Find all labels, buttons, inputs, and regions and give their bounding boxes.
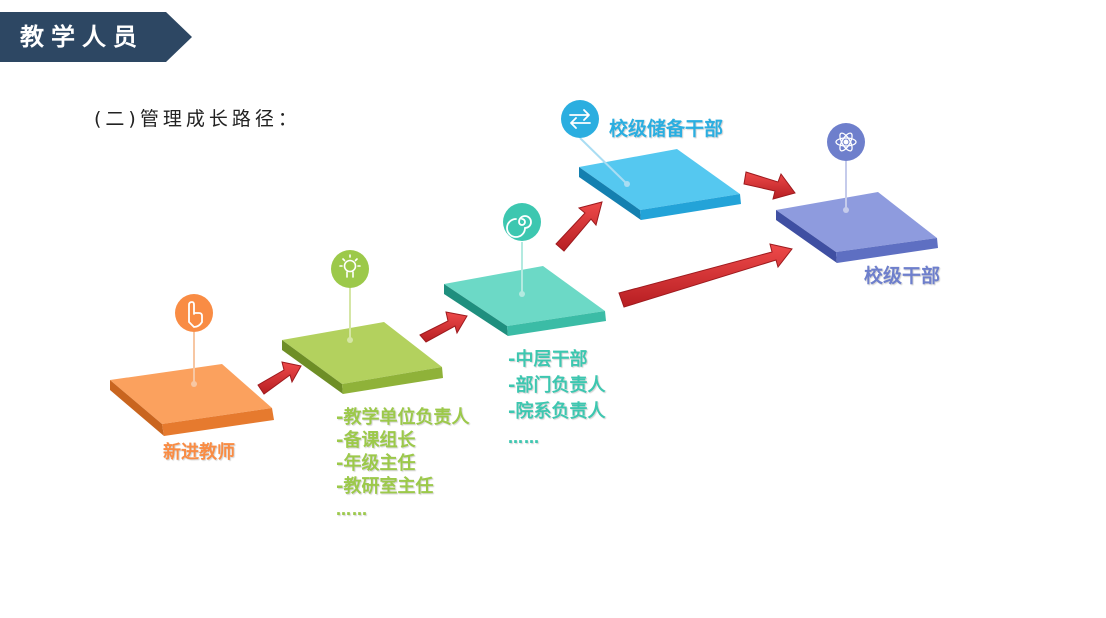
- step4-label: 校级储备干部: [609, 118, 724, 140]
- header-banner: [0, 12, 192, 62]
- arrow-step1-to-step2: [257, 361, 302, 395]
- hand-pointer-icon: [188, 301, 203, 328]
- step-platform-1: [110, 294, 274, 436]
- lightbulb-icon: [339, 254, 361, 278]
- step1-label: 新进教师: [163, 442, 235, 463]
- step2-icon-bubble: [331, 250, 369, 288]
- step3-item: -中层干部: [508, 349, 588, 370]
- step-platform-2: [282, 250, 443, 394]
- arrow-step3-to-step4: [555, 201, 603, 252]
- arrow-step2-to-step3: [419, 311, 468, 343]
- step2-item: -教学单位负责人: [336, 407, 470, 428]
- spiral-icon: [506, 215, 532, 238]
- step-platform-5: [776, 123, 938, 263]
- step-platform-4: [561, 100, 741, 220]
- step3-icon-bubble: [503, 203, 541, 241]
- step2-role-list: -教学单位负责人 -备课组长 -年级主任 -教研室主任 ……: [336, 406, 469, 521]
- page-title: 教学人员: [20, 23, 144, 51]
- step2-item: -教研室主任: [336, 476, 434, 497]
- step2-item-more: ……: [336, 501, 368, 519]
- step3-item: -院系负责人: [508, 401, 606, 422]
- section-subtitle: (二)管理成长路径：: [94, 108, 301, 130]
- step-platform-3: [444, 203, 606, 336]
- arrow-step4-to-step5: [743, 171, 796, 200]
- step3-role-list: -中层干部 -部门负责人 -院系负责人 ……: [508, 347, 605, 448]
- step4-icon-bubble: [561, 100, 599, 138]
- atom-icon: [835, 132, 857, 152]
- step3-item: -部门负责人: [508, 375, 606, 396]
- step5-label: 校级干部: [864, 265, 941, 287]
- swap-arrows-icon: [569, 109, 591, 129]
- step2-item: -备课组长: [336, 430, 416, 451]
- step3-item-more: ……: [508, 429, 540, 447]
- arrow-step3-to-step5: [618, 243, 793, 308]
- step2-item: -年级主任: [336, 453, 416, 474]
